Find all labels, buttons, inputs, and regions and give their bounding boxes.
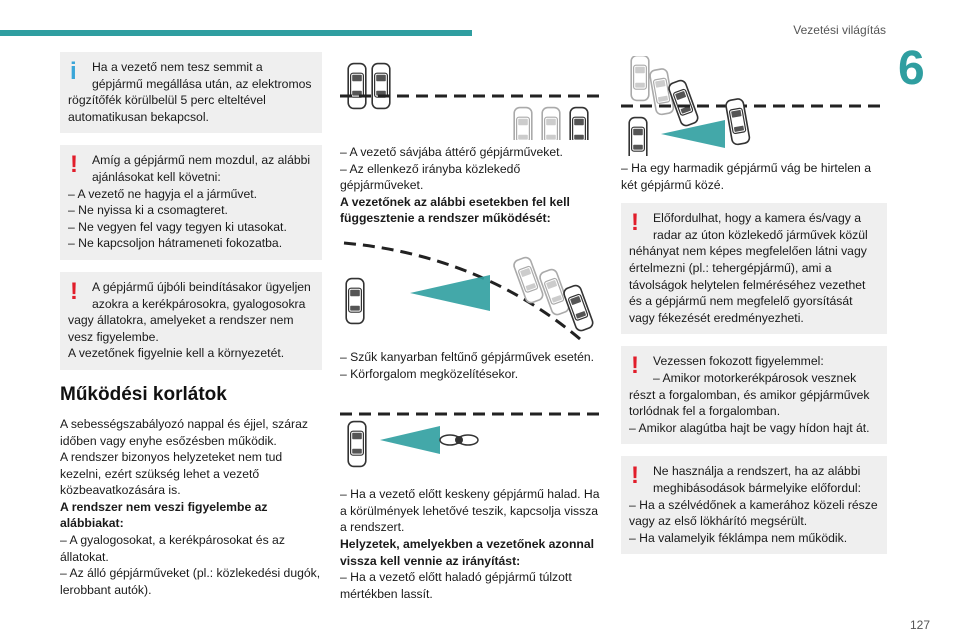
list-item: – Ha valamelyik féklámpa nem működik. xyxy=(629,530,848,545)
list-item: – Az álló gépjárműveket (pl.: közlekedés… xyxy=(60,566,321,597)
warning-icon: ! xyxy=(70,277,78,305)
list-item: – A vezető sávjába áttérő gépjárműveket. xyxy=(340,145,563,159)
section-title: Vezetési világítás xyxy=(793,23,886,37)
header-accent-bar xyxy=(0,30,472,36)
list-item: – A vezető ne hagyja el a járművet. xyxy=(68,186,258,201)
warning-box: ! Vezessen fokozott figyelemmel: – Amiko… xyxy=(621,346,887,445)
warning-box-lead: A gépjármű újbóli beindításakor ügyeljen… xyxy=(92,279,311,311)
warning-icon: ! xyxy=(631,462,639,490)
paragraph: A rendszer bizonyos helyzeteket nem tud … xyxy=(60,450,283,498)
paragraph: – Ha egy harmadik gépjármű vág be hirtel… xyxy=(621,161,871,192)
paragraph: A sebességszabályozó nappal és éjjel, sz… xyxy=(60,416,308,448)
paragraph: – Ha a vezető előtt keskeny gépjármű hal… xyxy=(340,487,600,535)
list-item: – Ne kapcsoljon hátrameneti fokozatba. xyxy=(68,236,283,251)
column-right: – Ha egy harmadik gépjármű vág be hirtel… xyxy=(621,52,887,566)
list-item: – Az ellenkező irányba közlekedő gépjárm… xyxy=(340,161,521,193)
warning-box-lead: Amíg a gépjármű nem mozdul, az alábbi aj… xyxy=(92,153,311,184)
page-number: 127 xyxy=(909,618,930,633)
section-heading: Működési korlátok xyxy=(60,383,227,405)
column-left: i Ha a vezető nem tesz semmit a gépjármű… xyxy=(60,52,322,598)
warning-icon: ! xyxy=(70,151,78,179)
warning-box-text: A vezetőnek figyelnie kell a környezetét… xyxy=(68,346,285,361)
list-item: – Körforgalom megközelítésekor. xyxy=(340,366,519,381)
warning-box: ! Ne használja a rendszert, ha az alábbi… xyxy=(621,456,887,555)
car-illustration-icon xyxy=(340,62,602,140)
warning-box: ! A gépjármű újbóli beindításakor ügyelj… xyxy=(60,271,322,370)
curve-road-illustration-icon xyxy=(343,241,596,341)
warning-box-lead: Vezessen fokozott figyelemmel: xyxy=(653,354,824,369)
list-item: – Ha a szélvédőnek a kamerához közeli ré… xyxy=(629,497,878,529)
info-box-text: rögzítőfék körülbelül 5 perc elteltével … xyxy=(68,93,266,124)
warning-icon: ! xyxy=(631,352,639,380)
list-item: – A gyalogosokat, a kerékpárosokat és az… xyxy=(60,533,285,564)
warning-box-text: részt a forgalomban, és amikor gépjárműv… xyxy=(629,387,870,419)
warning-box-lead: – Amikor motorkerékpárosok vesznek xyxy=(653,370,857,385)
paragraph: – Ha a vezető előtt haladó gépjármű túlz… xyxy=(340,570,572,601)
list-item: – Szűk kanyarban feltűnő gépjárművek ese… xyxy=(340,349,595,364)
bold-paragraph: Helyzetek, amelyekben a vezetőnek azonna… xyxy=(340,536,595,568)
bold-paragraph: A vezetőnek az alábbi esetekben fel kell… xyxy=(340,194,570,226)
warning-box-text: néhányat nem képes megfelelően látni vag… xyxy=(629,244,867,325)
info-box-lead: Ha a vezető nem tesz semmit a gépjármű m… xyxy=(92,60,312,91)
warning-box-lead: Előfordulhat, hogy a kamera és/vagy a ra… xyxy=(653,211,868,242)
warning-box-text: vagy állatokra, amelyeket a rendszer nem… xyxy=(68,313,294,344)
motorcycle-icon xyxy=(439,434,479,446)
chapter-number: 6 xyxy=(898,42,925,95)
warning-box: ! Amíg a gépjármű nem mozdul, az alábbi … xyxy=(60,145,322,260)
list-item: – Ne nyissa ki a csomagteret. xyxy=(68,203,228,218)
cut-in-illustration-icon xyxy=(621,56,887,156)
info-icon: i xyxy=(70,58,77,85)
warning-box: ! Előfordulhat, hogy a kamera és/vagy a … xyxy=(621,203,887,335)
warning-box-lead: Ne használja a rendszert, ha az alábbi m… xyxy=(653,464,861,495)
motorcycle-illustration-icon xyxy=(340,412,602,468)
list-item: – Ne vegyen fel vagy tegyen ki utasokat. xyxy=(68,219,287,234)
warning-icon: ! xyxy=(631,209,639,237)
info-box: i Ha a vezető nem tesz semmit a gépjármű… xyxy=(60,52,322,134)
bold-paragraph: A rendszer nem veszi figyelembe az alább… xyxy=(60,499,268,531)
warning-box-text: – Amikor alagútba hajt be vagy hídon haj… xyxy=(629,420,870,435)
column-middle: – A vezető sávjába áttérő gépjárműveket.… xyxy=(340,52,602,602)
